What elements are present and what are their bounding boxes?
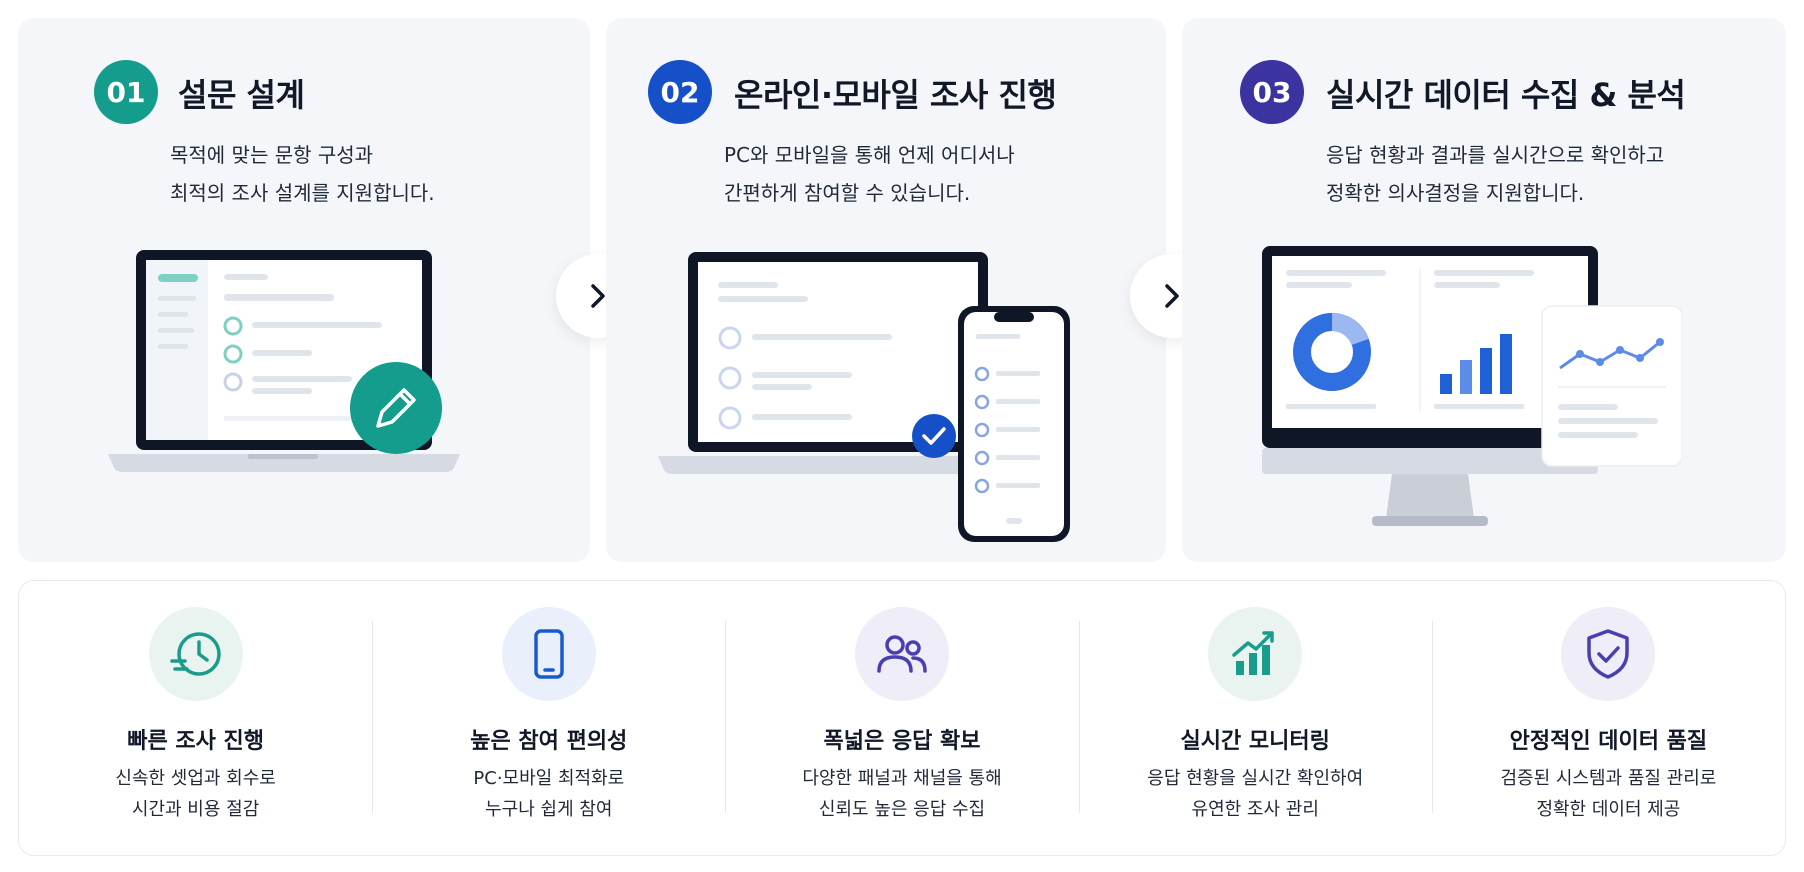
feature-quality: 안정적인 데이터 품질 검증된 시스템과 품질 관리로 정확한 데이터 제공 bbox=[1431, 581, 1785, 855]
feature-title: 폭넓은 응답 확보 bbox=[823, 729, 981, 754]
chevron-right-icon bbox=[1165, 284, 1179, 308]
feature-title: 실시간 모니터링 bbox=[1180, 729, 1330, 754]
feature-monitoring: 실시간 모니터링 응답 현황을 실시간 확인하여 유연한 조사 관리 bbox=[1078, 581, 1432, 855]
monitor-dashboard-illustration bbox=[1262, 246, 1682, 526]
chevron-right-icon bbox=[591, 284, 605, 308]
step-number-badge: 02 bbox=[648, 60, 712, 124]
feature-title: 빠른 조사 진행 bbox=[127, 729, 264, 754]
feature-description: 다양한 패널과 채널을 통해 신뢰도 높은 응답 수집 bbox=[802, 768, 1002, 820]
step-title: 온라인·모바일 조사 진행 bbox=[734, 76, 1057, 114]
growth-chart-icon bbox=[1208, 607, 1303, 701]
step-title: 실시간 데이터 수집 & 분석 bbox=[1326, 76, 1686, 114]
users-icon bbox=[855, 607, 949, 701]
feature-description: 신속한 셋업과 회수로 시간과 비용 절감 bbox=[115, 768, 276, 820]
feature-title: 안정적인 데이터 품질 bbox=[1509, 729, 1708, 754]
feature-convenience: 높은 참여 편의성 PC·모바일 최적화로 누구나 쉽게 참여 bbox=[372, 581, 725, 855]
step-number-badge: 01 bbox=[94, 60, 158, 124]
feature-description: 응답 현황을 실시간 확인하여 유연한 조사 관리 bbox=[1147, 768, 1364, 820]
feature-coverage: 폭넓은 응답 확보 다양한 패널과 채널을 통해 신뢰도 높은 응답 수집 bbox=[725, 581, 1078, 855]
step-card-design: 01 설문 설계 목적에 맞는 문항 구성과 최적의 조사 설계를 지원합니다. bbox=[18, 18, 590, 562]
feature-description: 검증된 시스템과 품질 관리로 정확한 데이터 제공 bbox=[1500, 768, 1717, 820]
feature-fast: 빠른 조사 진행 신속한 셋업과 회수로 시간과 비용 절감 bbox=[19, 581, 372, 855]
step-description: 응답 현황과 결과를 실시간으로 확인하고 정확한 의사결정을 지원합니다. bbox=[1326, 143, 1665, 205]
step-description: 목적에 맞는 문항 구성과 최적의 조사 설계를 지원합니다. bbox=[170, 143, 435, 205]
shield-check-icon bbox=[1561, 607, 1656, 701]
step-title: 설문 설계 bbox=[178, 76, 305, 114]
laptop-survey-illustration bbox=[108, 250, 460, 472]
step-card-survey: 02 온라인·모바일 조사 진행 PC와 모바일을 통해 언제 어디서나 간편하… bbox=[606, 18, 1166, 562]
features-panel: 빠른 조사 진행 신속한 셋업과 회수로 시간과 비용 절감 높은 참여 편의성… bbox=[18, 580, 1786, 856]
laptop-mobile-illustration bbox=[658, 252, 1070, 542]
clock-fast-icon bbox=[148, 607, 243, 701]
step-description: PC와 모바일을 통해 언제 어디서나 간편하게 참여할 수 있습니다. bbox=[724, 143, 1015, 205]
step-number-badge: 03 bbox=[1240, 60, 1304, 124]
step-card-analysis: 03 실시간 데이터 수집 & 분석 응답 현황과 결과를 실시간으로 확인하고… bbox=[1182, 18, 1786, 562]
feature-title: 높은 참여 편의성 bbox=[470, 729, 628, 754]
feature-description: PC·모바일 최적화로 누구나 쉽게 참여 bbox=[473, 768, 625, 820]
smartphone-icon bbox=[501, 607, 596, 701]
